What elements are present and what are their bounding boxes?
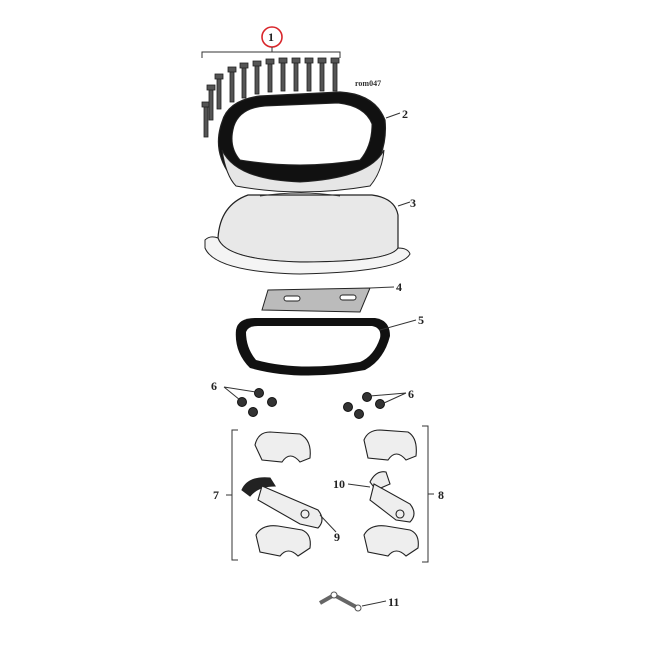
part-2-top-gasket[interactable] [217, 91, 387, 193]
svg-text:11: 11 [388, 595, 399, 609]
part-6-nuts-left[interactable] [237, 388, 277, 417]
svg-text:7: 7 [213, 488, 219, 502]
svg-text:9: 9 [334, 530, 340, 544]
svg-text:10: 10 [333, 477, 345, 491]
part-6-nuts-right[interactable] [343, 392, 385, 419]
svg-text:8: 8 [438, 488, 444, 502]
callout-1[interactable]: 1 [201, 26, 341, 58]
bolts [201, 57, 340, 138]
part-5-gasket[interactable] [235, 318, 390, 376]
image-code: rom047 [355, 79, 381, 88]
left-rocker-assembly[interactable] [241, 431, 323, 557]
part-11-link[interactable] [319, 591, 362, 612]
right-rocker-assembly[interactable] [363, 429, 419, 557]
svg-text:6: 6 [211, 379, 217, 393]
part-4-plate[interactable] [261, 287, 371, 313]
svg-text:6: 6 [408, 387, 414, 401]
svg-text:2: 2 [402, 107, 408, 121]
svg-text:3: 3 [410, 196, 416, 210]
svg-text:4: 4 [396, 280, 402, 294]
svg-text:5: 5 [418, 313, 424, 327]
svg-text:1: 1 [268, 30, 274, 44]
part-3-cover[interactable] [204, 192, 411, 275]
